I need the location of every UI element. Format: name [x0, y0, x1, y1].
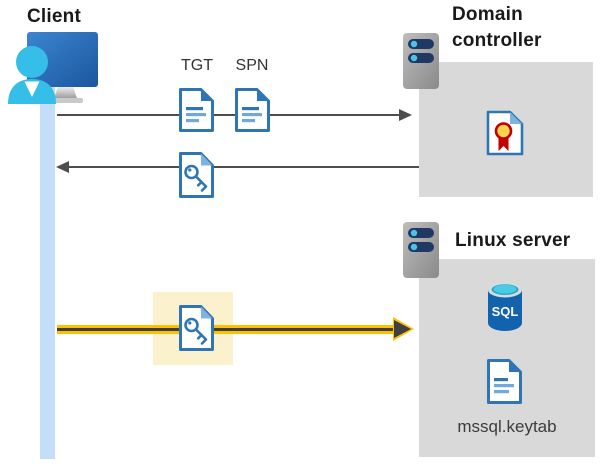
arrow-ticket-response-line — [69, 166, 419, 168]
monitor-stand — [54, 87, 77, 98]
tgt-label: TGT — [181, 57, 213, 74]
linux-server-icon — [402, 221, 440, 279]
arrow-sql-connection-head — [394, 320, 411, 338]
linux-server-label: Linux server — [455, 230, 571, 251]
keytab-file-label: mssql.keytab — [457, 417, 557, 436]
arrow-tgt-spn-request-head — [399, 109, 412, 121]
key-ticket-highlighted-icon — [178, 304, 215, 352]
key-ticket-icon — [178, 151, 215, 199]
client-label: Client — [27, 6, 81, 27]
tgt-document-icon — [178, 87, 215, 133]
certificate-icon — [486, 110, 524, 156]
client-lifeline — [40, 84, 55, 459]
arrow-sql-connection-core — [57, 328, 399, 331]
monitor-icon — [27, 32, 98, 87]
domain-controller-server-icon — [402, 32, 440, 90]
spn-document-icon — [234, 87, 271, 133]
spn-label: SPN — [235, 57, 269, 74]
user-workstation-icon — [5, 26, 105, 104]
sql-database-icon: SQL — [486, 281, 524, 333]
arrow-ticket-response-head — [56, 161, 69, 173]
sql-badge-text: SQL — [492, 304, 519, 319]
domain-controller-label: Domain controller — [452, 4, 542, 51]
keytab-document-icon — [486, 358, 523, 405]
arrow-tgt-spn-request-line — [57, 114, 399, 116]
person-icon — [16, 46, 48, 78]
